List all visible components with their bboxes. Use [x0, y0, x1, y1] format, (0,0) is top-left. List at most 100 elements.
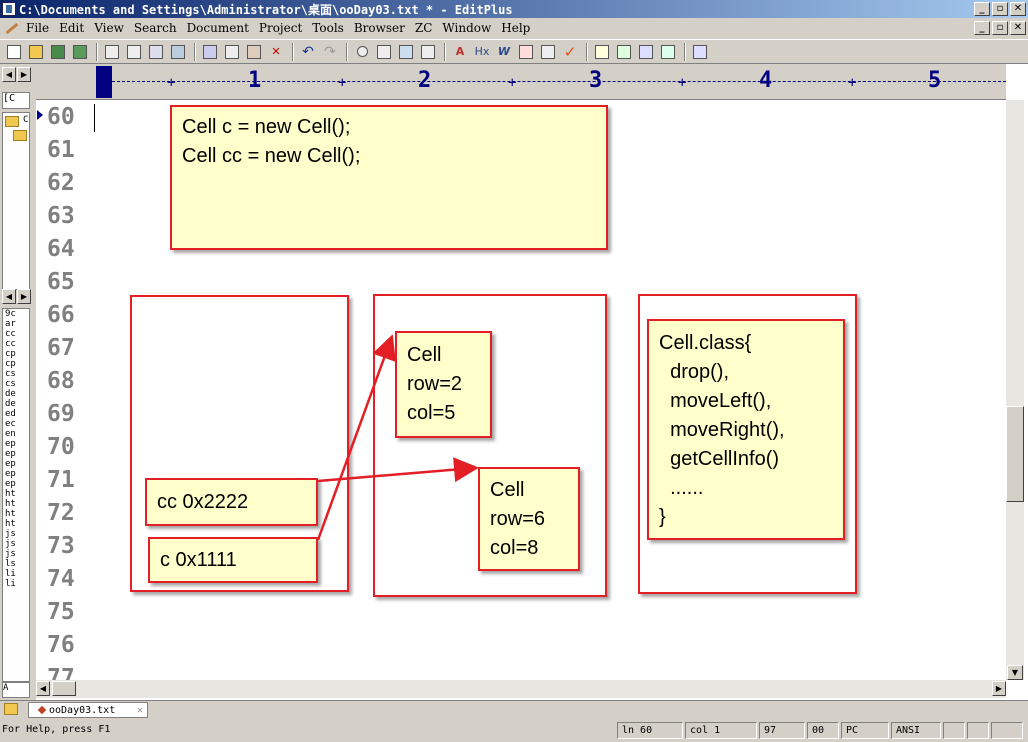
- hex-icon[interactable]: Hx: [474, 45, 490, 58]
- menu-search[interactable]: Search: [133, 21, 177, 35]
- status-column: col 1: [685, 722, 757, 739]
- window-2-icon[interactable]: [614, 42, 634, 62]
- delete-icon[interactable]: ✕: [271, 45, 281, 58]
- save-all-icon[interactable]: [70, 42, 90, 62]
- panel-left-arrow[interactable]: ◀: [2, 67, 16, 82]
- file-list-item[interactable]: ep: [5, 479, 16, 489]
- file-list-item[interactable]: ep: [5, 449, 16, 459]
- directory-tree[interactable]: C: [2, 112, 30, 290]
- menu-file[interactable]: File: [26, 21, 50, 35]
- menu-view[interactable]: View: [94, 21, 124, 35]
- file-list-item[interactable]: de: [5, 389, 16, 399]
- goto-icon[interactable]: [396, 42, 416, 62]
- minimize-button[interactable]: _: [974, 2, 990, 16]
- scroll-left-button[interactable]: ◀: [36, 681, 50, 696]
- redo-icon[interactable]: ↷: [324, 43, 336, 60]
- open-icon[interactable]: [26, 42, 46, 62]
- file-list-item[interactable]: li: [5, 569, 16, 579]
- file-list-item[interactable]: ec: [5, 419, 16, 429]
- browser-icon[interactable]: [168, 42, 188, 62]
- horizontal-scrollbar[interactable]: ◀ ▶: [36, 680, 1006, 698]
- help-icon[interactable]: [690, 42, 710, 62]
- spell-icon[interactable]: [146, 42, 166, 62]
- filter-combo[interactable]: A: [2, 682, 30, 698]
- file-list-item[interactable]: js: [5, 539, 16, 549]
- file-list-item[interactable]: ep: [5, 439, 16, 449]
- column-icon[interactable]: [538, 42, 558, 62]
- file-list-item[interactable]: cs: [5, 369, 16, 379]
- file-list-item[interactable]: ht: [5, 509, 16, 519]
- cut-icon[interactable]: [200, 42, 220, 62]
- new-icon[interactable]: [4, 42, 24, 62]
- undo-icon[interactable]: ↶: [302, 43, 314, 60]
- file-list-item[interactable]: ht: [5, 499, 16, 509]
- tab-oo-day03[interactable]: ooDay03.txt ✕: [28, 702, 148, 718]
- file-list-item[interactable]: ar: [5, 319, 16, 329]
- doc-close-button[interactable]: ✕: [1010, 21, 1026, 35]
- panel-right-arrow[interactable]: ▶: [17, 67, 31, 82]
- file-list-item[interactable]: en: [5, 429, 16, 439]
- file-list-item[interactable]: ep: [5, 469, 16, 479]
- doc-minimize-button[interactable]: _: [974, 21, 990, 35]
- window-4-icon[interactable]: [658, 42, 678, 62]
- line-number: 76: [47, 632, 75, 658]
- horizontal-scroll-thumb[interactable]: [52, 681, 76, 696]
- menu-browser[interactable]: Browser: [353, 21, 405, 35]
- file-list-item[interactable]: ls: [5, 559, 16, 569]
- window-3-icon[interactable]: [636, 42, 656, 62]
- scroll-right-button[interactable]: ▶: [992, 681, 1006, 696]
- status-extra-1: [943, 722, 965, 739]
- line-number: 68: [47, 368, 75, 394]
- vertical-scrollbar[interactable]: ▼: [1006, 100, 1024, 680]
- font-icon[interactable]: A: [455, 45, 465, 58]
- scroll-down-button[interactable]: ▼: [1007, 665, 1023, 680]
- ruler-icon[interactable]: [516, 42, 536, 62]
- menu-help[interactable]: Help: [501, 21, 531, 35]
- close-button[interactable]: ✕: [1010, 2, 1026, 16]
- folder-icon[interactable]: [4, 703, 18, 715]
- menu-tools[interactable]: Tools: [312, 21, 344, 35]
- file-list-item[interactable]: 9c: [5, 309, 16, 319]
- tree-right-arrow[interactable]: ▶: [17, 289, 31, 304]
- word-wrap-icon[interactable]: W: [497, 45, 511, 58]
- menu-bar: File Edit View Search Document Project T…: [0, 18, 1028, 38]
- replace-icon[interactable]: [374, 42, 394, 62]
- print-preview-icon[interactable]: [102, 42, 122, 62]
- file-list-item[interactable]: de: [5, 399, 16, 409]
- file-list-item[interactable]: js: [5, 549, 16, 559]
- menu-edit[interactable]: Edit: [59, 21, 85, 35]
- maximize-button[interactable]: ▫: [992, 2, 1008, 16]
- file-list-item[interactable]: ep: [5, 459, 16, 469]
- doc-restore-button[interactable]: ▫: [992, 21, 1008, 35]
- check-icon[interactable]: ✓: [563, 42, 577, 61]
- tab-close-icon[interactable]: ✕: [136, 704, 143, 716]
- menu-project[interactable]: Project: [258, 21, 303, 35]
- file-list-item[interactable]: cp: [5, 359, 16, 369]
- file-list-item[interactable]: ht: [5, 519, 16, 529]
- paste-icon[interactable]: [244, 42, 264, 62]
- window-1-icon[interactable]: [592, 42, 612, 62]
- print-icon[interactable]: [124, 42, 144, 62]
- file-list-item[interactable]: cs: [5, 379, 16, 389]
- file-list-item[interactable]: li: [5, 579, 16, 589]
- copy-icon[interactable]: [222, 42, 242, 62]
- menu-zc[interactable]: ZC: [414, 21, 433, 35]
- line-number: 72: [47, 500, 75, 526]
- file-list-item[interactable]: ed: [5, 409, 16, 419]
- file-list-item[interactable]: cp: [5, 349, 16, 359]
- toolbar-separator: [586, 42, 588, 61]
- find-icon[interactable]: [352, 42, 372, 62]
- save-icon[interactable]: [48, 42, 68, 62]
- file-list-item[interactable]: ht: [5, 489, 16, 499]
- menu-window[interactable]: Window: [442, 21, 492, 35]
- tree-left-arrow[interactable]: ◀: [2, 289, 16, 304]
- indent-icon[interactable]: [418, 42, 438, 62]
- file-list-item[interactable]: js: [5, 529, 16, 539]
- file-list-item[interactable]: cc: [5, 329, 16, 339]
- drive-combo[interactable]: [C: [2, 92, 30, 109]
- vertical-scroll-thumb[interactable]: [1006, 406, 1024, 502]
- menu-document[interactable]: Document: [186, 21, 249, 35]
- file-list-item[interactable]: cc: [5, 339, 16, 349]
